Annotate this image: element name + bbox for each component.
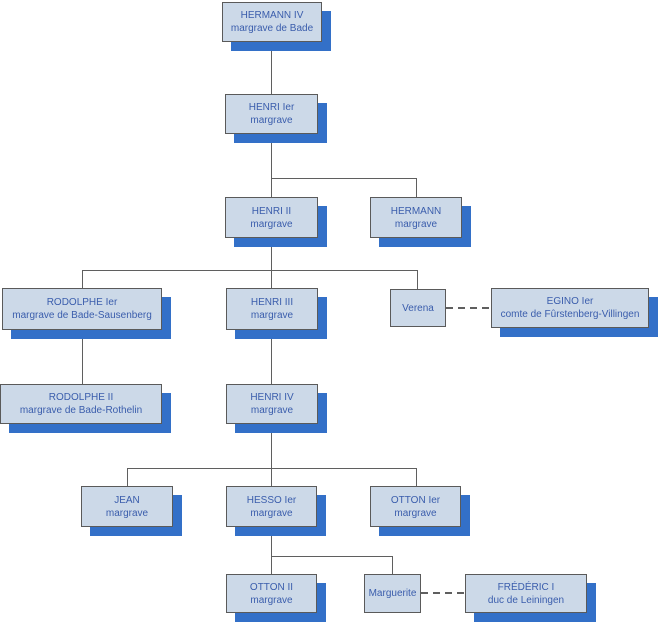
person-title: margrave de Bade (230, 23, 314, 34)
connector-line (271, 527, 272, 574)
node-hermann[interactable]: HERMANN margrave (370, 197, 462, 238)
person-title: margrave (250, 405, 294, 416)
person-title: margrave (250, 594, 293, 606)
person-title: margrave (250, 310, 294, 321)
node-otton-2[interactable]: OTTON II margrave (226, 574, 317, 613)
connector-line (82, 330, 83, 384)
connector-line (271, 424, 272, 486)
node-egino-1er[interactable]: EGINO Ier comte de Fûrstenberg-Villingen (491, 288, 649, 328)
node-henri-3[interactable]: HENRI III margrave (226, 288, 318, 330)
person-title: margrave (250, 218, 293, 230)
node-hesso-1er[interactable]: HESSO Ier margrave (226, 486, 317, 527)
person-name: HESSO Ier (246, 494, 297, 506)
person-name: RODOLPHE II (48, 392, 114, 403)
person-title: margrave (250, 115, 293, 126)
person-title: margrave (394, 218, 438, 230)
person-name: HERMANN IV (240, 10, 304, 21)
connector-line (127, 468, 128, 486)
person-name: RODOLPHE Ier (46, 297, 118, 308)
connector-line (271, 42, 272, 94)
person-name: HENRI IV (250, 392, 294, 403)
node-verena[interactable]: Verena (390, 289, 446, 327)
node-rodolphe-1er[interactable]: RODOLPHE Ier margrave de Bade-Sausenberg (2, 288, 162, 330)
connector-line (392, 556, 393, 574)
person-name: OTTON Ier (390, 494, 441, 506)
connector-line (417, 270, 418, 289)
connector-line (271, 330, 272, 384)
connector-line (271, 178, 417, 179)
node-marguerite[interactable]: Marguerite (364, 574, 421, 613)
person-title: margrave (250, 507, 293, 519)
person-name: Verena (402, 302, 434, 314)
connector-line (82, 270, 418, 271)
person-title: margrave (394, 507, 437, 519)
person-title: margrave de Bade-Rothelin (19, 405, 143, 416)
person-name: OTTON II (249, 581, 294, 593)
node-rodolphe-2[interactable]: RODOLPHE II margrave de Bade-Rothelin (0, 384, 162, 424)
marriage-dashed-line (421, 592, 465, 594)
person-title: margrave (105, 507, 149, 519)
connector-line (271, 238, 272, 288)
node-frederic-1[interactable]: FRÉDÉRIC I duc de Leiningen (465, 574, 587, 613)
node-henri-2[interactable]: HENRI II margrave (225, 197, 318, 238)
person-name: EGINO Ier (546, 296, 594, 307)
person-name: FRÉDÉRIC I (497, 581, 555, 593)
connector-line (416, 468, 417, 486)
connector-line (127, 468, 417, 469)
person-title: margrave de Bade-Sausenberg (12, 310, 152, 321)
node-jean[interactable]: JEAN margrave (81, 486, 173, 527)
node-henri-4[interactable]: HENRI IV margrave (226, 384, 318, 424)
person-title: duc de Leiningen (487, 594, 565, 606)
node-henri-1er[interactable]: HENRI Ier margrave (225, 94, 318, 134)
marriage-dashed-line (446, 307, 491, 309)
person-name: HENRI III (250, 297, 294, 308)
connector-line (271, 134, 272, 197)
person-name: Marguerite (368, 588, 417, 599)
connector-line (82, 270, 83, 288)
person-title: comte de Fûrstenberg-Villingen (500, 309, 640, 320)
person-name: HENRI Ier (248, 102, 295, 113)
node-hermann-iv[interactable]: HERMANN IV margrave de Bade (222, 2, 322, 42)
person-name: HERMANN (390, 205, 442, 217)
person-name: JEAN (114, 494, 140, 506)
person-name: HENRI II (251, 205, 292, 217)
connector-line (271, 556, 393, 557)
connector-line (416, 178, 417, 197)
node-otton-1er[interactable]: OTTON Ier margrave (370, 486, 461, 527)
